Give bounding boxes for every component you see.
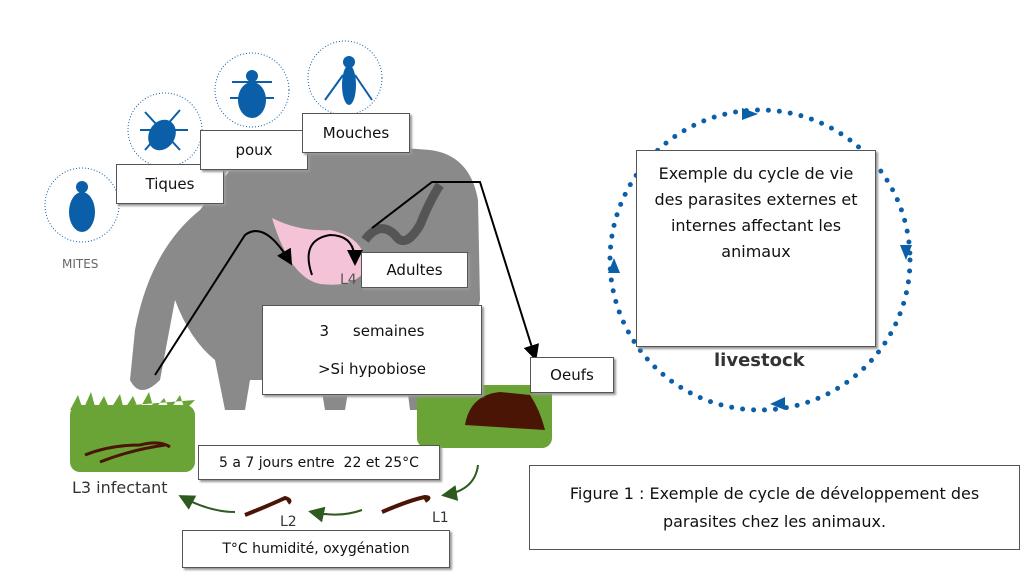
l3-label: L3 infectant (72, 478, 168, 497)
larva-l1 (381, 494, 431, 514)
worm-shape (361, 182, 444, 246)
cycle-arrow-bottom (770, 397, 785, 410)
cycle-arrow-left (608, 258, 620, 273)
duration-text: 3 semaines (319, 322, 425, 340)
arrow-eggs-l1 (441, 464, 479, 501)
cycle-hidden-text: livestock (712, 350, 807, 371)
cycle-circle (607, 107, 913, 413)
arrow-l1-l2 (308, 506, 363, 523)
ingestion-arrow (154, 230, 293, 376)
tick-icon (127, 92, 203, 168)
dung (465, 392, 545, 430)
arrow-l2-l3 (178, 495, 236, 513)
oeufs-label: Oeufs (530, 357, 614, 393)
prepatent-box: 3 semaines >Si hypobiose (262, 305, 482, 395)
tiques-label: Tiques (116, 164, 224, 204)
figure-caption: Figure 1 : Exemple de cycle de développe… (529, 465, 1020, 550)
grass-left (70, 405, 195, 472)
cycle-arrow-top (742, 108, 758, 120)
l4-label: L4 (340, 272, 357, 288)
development-time-box: 5 a 7 jours entre 22 et 25°C (198, 445, 440, 480)
poux-label: poux (200, 130, 308, 170)
conditions-box: T°C humidité, oxygénation (182, 530, 450, 568)
cycle-arrow-right (900, 245, 912, 260)
l4-adult-arrow (307, 233, 363, 276)
egg-line (371, 181, 540, 361)
mites-icon (44, 167, 120, 243)
l1-label: L1 (432, 510, 449, 526)
fly-icon (307, 40, 383, 116)
stomach (272, 218, 366, 285)
l2-label: L2 (280, 514, 297, 530)
larva-l2 (244, 495, 292, 517)
larvae-l3 (84, 441, 171, 464)
louse-icon (214, 52, 290, 128)
mouches-label: Mouches (302, 113, 410, 153)
cycle-title-box: Exemple du cycle de vie des parasites ex… (636, 150, 876, 347)
mites-label: MITES (62, 257, 99, 271)
hypobiose-text: >Si hypobiose (317, 360, 427, 378)
adultes-label: Adultes (361, 252, 468, 288)
